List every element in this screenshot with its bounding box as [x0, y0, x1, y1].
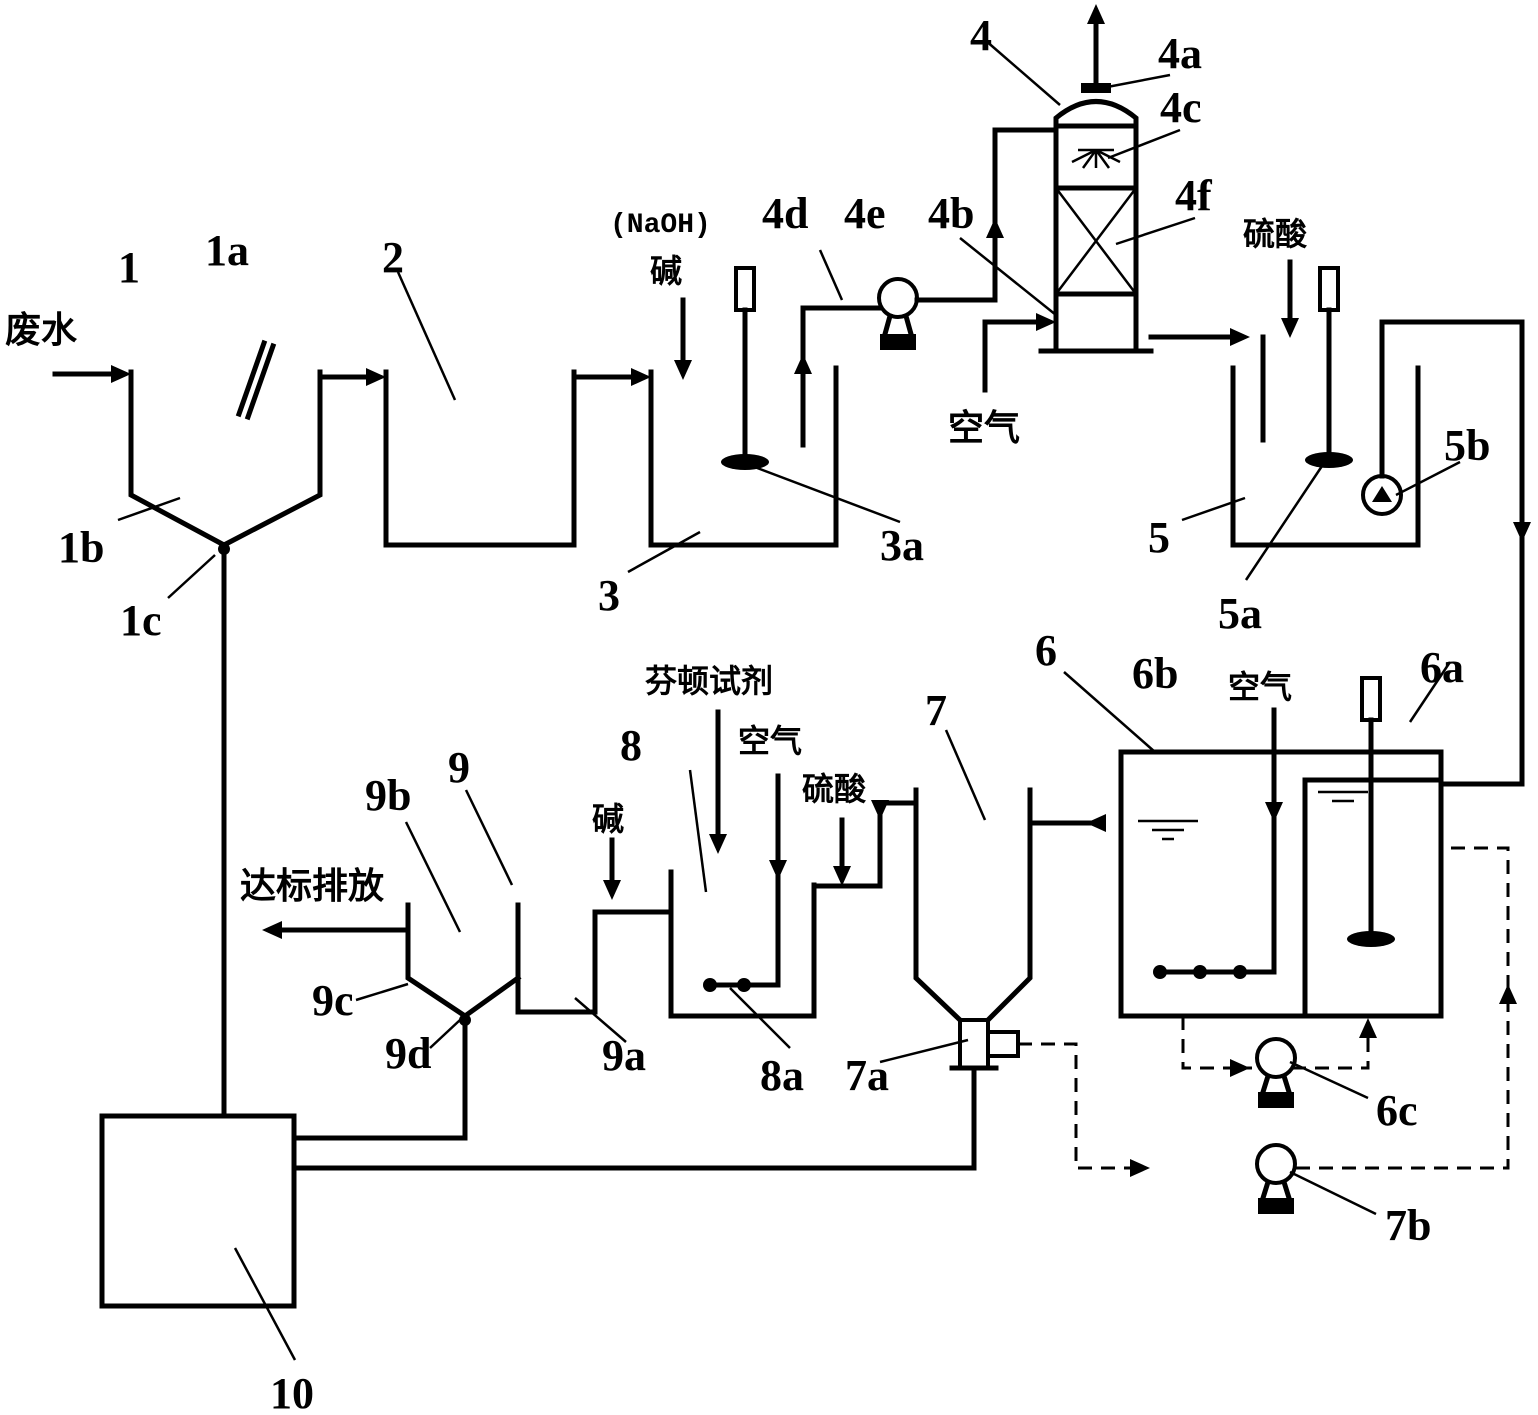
- arrow-up-4e: [986, 218, 1004, 238]
- alkali-dosing-arrow-3: [674, 297, 692, 380]
- stirrer-3a: [721, 266, 769, 470]
- label-1a: 1a: [205, 226, 249, 275]
- label-wastewater: 废水: [5, 310, 78, 351]
- sulfuric-acid-arrow-8: [833, 817, 851, 886]
- arrow-down-5b: [1513, 522, 1531, 542]
- label-9d: 9d: [385, 1029, 431, 1078]
- sludge-pump-7b: [1018, 846, 1517, 1214]
- label-9c: 9c: [312, 976, 354, 1025]
- sludge-line-7a-to-10: [291, 1065, 977, 1171]
- label-air-8: 空气: [738, 722, 802, 760]
- label-4f: 4f: [1175, 171, 1213, 220]
- inlet-arrow-wastewater: [52, 365, 131, 383]
- tank-9a: [515, 902, 598, 1015]
- label-9b: 9b: [365, 771, 411, 820]
- arrow-4-to-5: [1230, 328, 1250, 346]
- sulfuric-acid-arrow-5: [1281, 259, 1299, 338]
- label-2: 2: [382, 233, 404, 282]
- label-6b: 6b: [1132, 649, 1178, 698]
- label-sulfuric-acid-5: 硫酸: [1243, 215, 1308, 253]
- label-4e: 4e: [844, 189, 886, 238]
- label-8: 8: [620, 721, 642, 770]
- discharge-arrow: [262, 921, 411, 939]
- tank-3: [648, 365, 839, 548]
- label-9a: 9a: [602, 1031, 646, 1080]
- label-5a: 5a: [1218, 589, 1262, 638]
- recycle-pump-6c: [1181, 1016, 1377, 1108]
- pipe-5b-to-6a: [1379, 319, 1525, 787]
- pipe-7-to-8: [811, 800, 919, 889]
- alkali-dosing-arrow-9a: [603, 837, 621, 900]
- stirrer-6a: [1347, 676, 1395, 947]
- label-4c: 4c: [1160, 83, 1202, 132]
- label-7a: 7a: [845, 1051, 889, 1100]
- label-3a: 3a: [880, 521, 924, 570]
- label-fenton-reagent: 芬顿试剂: [645, 662, 773, 700]
- label-1: 1: [118, 243, 140, 292]
- pipe-4e-to-4: [914, 127, 1059, 303]
- sprayer-4c: [1071, 148, 1121, 169]
- label-sulfuric-acid-8: 硫酸: [802, 770, 867, 808]
- label-10: 10: [270, 1369, 314, 1415]
- air-pipe-6b: [1153, 707, 1283, 979]
- pipe-6-to-7: [1027, 814, 1106, 832]
- label-4: 4: [970, 11, 992, 60]
- settler-9b: [405, 902, 522, 1026]
- label-3: 3: [598, 571, 620, 620]
- label-7: 7: [925, 686, 947, 735]
- sludge-line-9d-to-10: [291, 1017, 468, 1141]
- pump-4e: [877, 277, 919, 350]
- label-1b: 1b: [58, 523, 104, 572]
- label-naoh: (NaOH): [610, 210, 711, 241]
- label-air-6: 空气: [1228, 668, 1292, 706]
- label-4a: 4a: [1158, 29, 1202, 78]
- leader-lines: [117, 39, 1461, 1361]
- tank-7: [913, 787, 1033, 1071]
- label-5b: 5b: [1444, 421, 1490, 470]
- label-4b: 4b: [928, 189, 974, 238]
- outlet-arrow-4a: [1087, 4, 1105, 86]
- tank-1: [128, 369, 323, 555]
- water-level-6b: [1138, 819, 1198, 841]
- air-inlet-4b: [982, 313, 1056, 393]
- arrow-2-to-3: [631, 368, 651, 386]
- tank-8: [668, 869, 817, 1019]
- tank-2: [383, 369, 577, 548]
- tank-6: [1118, 749, 1444, 1019]
- screen-1a: [235, 339, 277, 421]
- label-1c: 1c: [120, 596, 162, 645]
- label-6: 6: [1035, 626, 1057, 675]
- stirrer-5a: [1305, 266, 1353, 468]
- label-6a: 6a: [1420, 643, 1464, 692]
- label-9: 9: [448, 743, 470, 792]
- label-7b: 7b: [1385, 1201, 1431, 1250]
- label-alkali-9a: 碱: [592, 800, 624, 838]
- label-5: 5: [1148, 513, 1170, 562]
- fenton-dosing-arrow: [709, 709, 727, 854]
- label-6c: 6c: [1376, 1086, 1418, 1135]
- pump-5b: [1361, 474, 1403, 516]
- sludge-tank-10: [99, 1113, 297, 1309]
- label-alkali-3: 碱: [650, 252, 682, 290]
- arrow-1-to-2: [366, 368, 386, 386]
- tank-5: [1230, 365, 1421, 548]
- pipe-4d: [800, 305, 883, 448]
- air-pipe-8a: [703, 773, 787, 992]
- label-8a: 8a: [760, 1051, 804, 1100]
- tower-4: [1038, 83, 1154, 354]
- label-discharge: 达标排放: [240, 866, 384, 907]
- label-air-4b: 空气: [948, 408, 1020, 449]
- label-4d: 4d: [762, 189, 808, 238]
- water-level-6a: [1318, 790, 1368, 803]
